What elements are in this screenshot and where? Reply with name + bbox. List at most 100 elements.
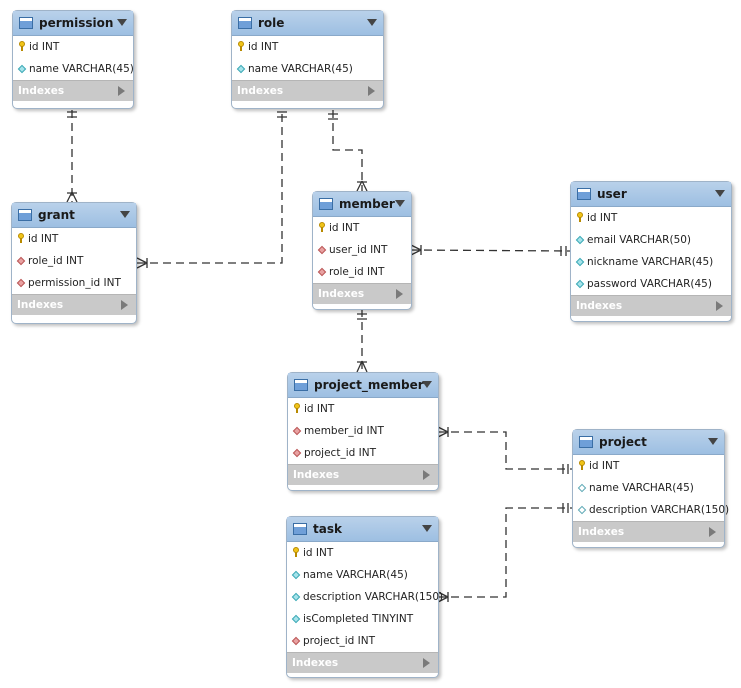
- attribute-icon: [291, 592, 301, 602]
- column-row[interactable]: id INT: [288, 398, 438, 420]
- column-label: id INT: [303, 547, 334, 559]
- table-member[interactable]: member id INT user_id INT role_id INT In…: [312, 191, 412, 310]
- expand-arrow-icon[interactable]: [423, 470, 430, 480]
- indexes-label: Indexes: [318, 288, 365, 300]
- indexes-row[interactable]: Indexes: [287, 652, 438, 673]
- attribute-icon: [577, 483, 587, 493]
- table-title: project: [599, 435, 647, 449]
- indexes-label: Indexes: [578, 526, 625, 538]
- foreign-key-icon: [292, 448, 302, 458]
- column-row[interactable]: nickname VARCHAR(45): [571, 251, 731, 273]
- table-header[interactable]: user: [571, 182, 731, 207]
- column-row[interactable]: name VARCHAR(45): [573, 477, 724, 499]
- expand-arrow-icon[interactable]: [118, 86, 125, 96]
- indexes-row[interactable]: Indexes: [232, 80, 383, 101]
- table-header[interactable]: permission: [13, 11, 133, 36]
- table-header[interactable]: grant: [12, 203, 136, 228]
- column-row[interactable]: project_id INT: [288, 442, 438, 464]
- table-header[interactable]: project: [573, 430, 724, 455]
- marker-many-member-role: [356, 180, 368, 192]
- collapse-arrow-icon[interactable]: [395, 200, 405, 207]
- table-icon: [319, 198, 333, 210]
- expand-arrow-icon[interactable]: [716, 301, 723, 311]
- collapse-arrow-icon[interactable]: [715, 190, 725, 197]
- marker-one-role: [277, 111, 287, 118]
- indexes-row[interactable]: Indexes: [13, 80, 133, 101]
- column-row[interactable]: id INT: [571, 207, 731, 229]
- indexes-row[interactable]: Indexes: [571, 295, 731, 316]
- expand-arrow-icon[interactable]: [423, 658, 430, 668]
- column-row[interactable]: name VARCHAR(45): [287, 564, 438, 586]
- expand-arrow-icon[interactable]: [121, 300, 128, 310]
- column-row[interactable]: id INT: [12, 228, 136, 250]
- column-label: member_id INT: [304, 425, 384, 437]
- expand-arrow-icon[interactable]: [709, 527, 716, 537]
- attribute-icon: [291, 570, 301, 580]
- column-row[interactable]: isCompleted TINYINT: [287, 608, 438, 630]
- indexes-row[interactable]: Indexes: [573, 521, 724, 542]
- foreign-key-icon: [317, 245, 327, 255]
- table-role[interactable]: role id INT name VARCHAR(45) Indexes: [231, 10, 384, 109]
- indexes-label: Indexes: [576, 300, 623, 312]
- marker-one-permission: [67, 111, 77, 118]
- collapse-arrow-icon[interactable]: [708, 438, 718, 445]
- rel-task-project: [438, 507, 572, 598]
- column-row[interactable]: member_id INT: [288, 420, 438, 442]
- indexes-row[interactable]: Indexes: [288, 464, 438, 485]
- column-row[interactable]: description VARCHAR(150): [573, 499, 729, 521]
- collapse-arrow-icon[interactable]: [422, 525, 432, 532]
- column-row[interactable]: id INT: [13, 36, 133, 58]
- attribute-icon: [575, 279, 585, 289]
- table-header[interactable]: role: [232, 11, 383, 36]
- table-title: task: [313, 522, 342, 536]
- attribute-icon: [577, 505, 587, 515]
- column-row[interactable]: description VARCHAR(150): [287, 586, 443, 608]
- collapse-arrow-icon[interactable]: [117, 19, 127, 26]
- indexes-row[interactable]: Indexes: [313, 283, 411, 304]
- indexes-label: Indexes: [292, 657, 339, 669]
- column-row[interactable]: role_id INT: [313, 261, 411, 283]
- indexes-row[interactable]: Indexes: [12, 294, 136, 315]
- column-row[interactable]: permission_id INT: [12, 272, 136, 294]
- marker-many-task: [437, 591, 449, 603]
- column-row[interactable]: role_id INT: [12, 250, 136, 272]
- column-label: id INT: [329, 222, 360, 234]
- table-project_member[interactable]: project_member id INT member_id INT proj…: [287, 372, 439, 491]
- key-icon: [579, 460, 585, 470]
- column-row[interactable]: id INT: [313, 217, 411, 239]
- column-row[interactable]: name VARCHAR(45): [232, 58, 383, 80]
- column-row[interactable]: email VARCHAR(50): [571, 229, 731, 251]
- column-label: permission_id INT: [28, 277, 121, 289]
- column-row[interactable]: user_id INT: [313, 239, 411, 261]
- column-label: user_id INT: [329, 244, 388, 256]
- table-grant[interactable]: grant id INT role_id INT permission_id I…: [11, 202, 137, 324]
- table-title: member: [339, 197, 395, 211]
- key-icon: [18, 233, 24, 243]
- column-row[interactable]: password VARCHAR(45): [571, 273, 731, 295]
- table-title: grant: [38, 208, 75, 222]
- collapse-arrow-icon[interactable]: [367, 19, 377, 26]
- table-header[interactable]: member: [313, 192, 411, 217]
- column-row[interactable]: project_id INT: [287, 630, 438, 652]
- rel-project_member-project: [438, 431, 572, 470]
- table-header[interactable]: task: [287, 517, 438, 542]
- table-user[interactable]: user id INT email VARCHAR(50) nickname V…: [570, 181, 732, 322]
- table-permission[interactable]: permission id INT name VARCHAR(45) Index…: [12, 10, 134, 109]
- collapse-arrow-icon[interactable]: [120, 211, 130, 218]
- attribute-icon: [291, 614, 301, 624]
- table-task[interactable]: task id INT name VARCHAR(45) description…: [286, 516, 443, 678]
- table-project[interactable]: project id INT name VARCHAR(45) descript…: [572, 429, 729, 548]
- rel-member-user: [410, 249, 571, 252]
- column-row[interactable]: id INT: [287, 542, 438, 564]
- column-row[interactable]: id INT: [573, 455, 724, 477]
- table-header[interactable]: project_member: [288, 373, 438, 398]
- expand-arrow-icon[interactable]: [368, 86, 375, 96]
- collapse-arrow-icon[interactable]: [422, 381, 432, 388]
- indexes-label: Indexes: [237, 85, 284, 97]
- column-row[interactable]: name VARCHAR(45): [13, 58, 134, 80]
- column-label: name VARCHAR(45): [303, 569, 408, 581]
- column-row[interactable]: id INT: [232, 36, 383, 58]
- marker-many-project_member: [356, 360, 368, 373]
- expand-arrow-icon[interactable]: [396, 289, 403, 299]
